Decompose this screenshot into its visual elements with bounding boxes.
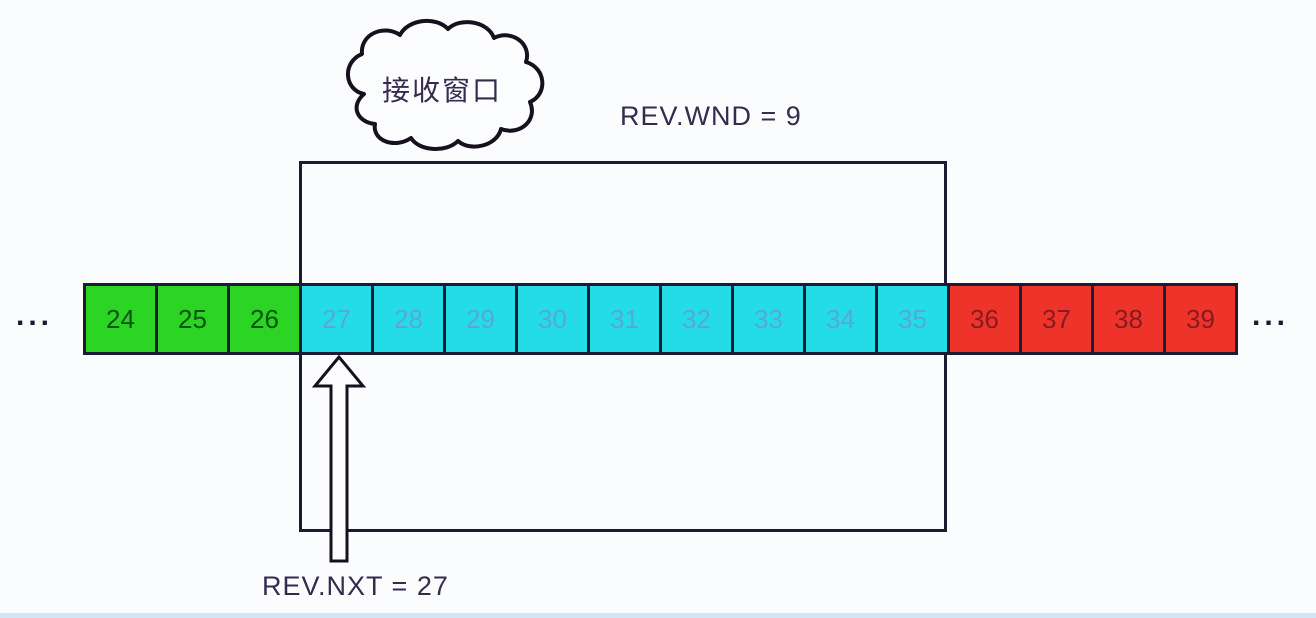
sequence-cell-37: 37 bbox=[1019, 283, 1094, 355]
right-ellipsis: ... bbox=[1252, 299, 1290, 332]
rev-nxt-arrow bbox=[312, 355, 367, 563]
sequence-cell-27: 27 bbox=[299, 283, 374, 355]
arrow-shape bbox=[312, 355, 367, 563]
rev-nxt-label: REV.NXT = 27 bbox=[262, 571, 449, 601]
sequence-cell-30: 30 bbox=[515, 283, 590, 355]
sequence-cell-24: 24 bbox=[83, 283, 158, 355]
sequence-cell-36: 36 bbox=[947, 283, 1022, 355]
cloud-label: 接收窗口 bbox=[381, 75, 502, 106]
rev-wnd-label: REV.WND = 9 bbox=[620, 101, 802, 131]
cloud-shape bbox=[346, 18, 545, 151]
sequence-cell-38: 38 bbox=[1091, 283, 1166, 355]
bottom-edge-strip bbox=[0, 613, 1316, 618]
left-ellipsis: ... bbox=[16, 299, 54, 332]
cloud-outline bbox=[346, 18, 545, 151]
sequence-cell-32: 32 bbox=[659, 283, 734, 355]
sequence-cell-29: 29 bbox=[443, 283, 518, 355]
sequence-cell-35: 35 bbox=[875, 283, 950, 355]
sequence-cell-34: 34 bbox=[803, 283, 878, 355]
sequence-cell-28: 28 bbox=[371, 283, 446, 355]
sequence-cell-39: 39 bbox=[1163, 283, 1238, 355]
sequence-cell-25: 25 bbox=[155, 283, 230, 355]
sequence-cell-26: 26 bbox=[227, 283, 302, 355]
sequence-cell-31: 31 bbox=[587, 283, 662, 355]
sequence-cell-33: 33 bbox=[731, 283, 806, 355]
